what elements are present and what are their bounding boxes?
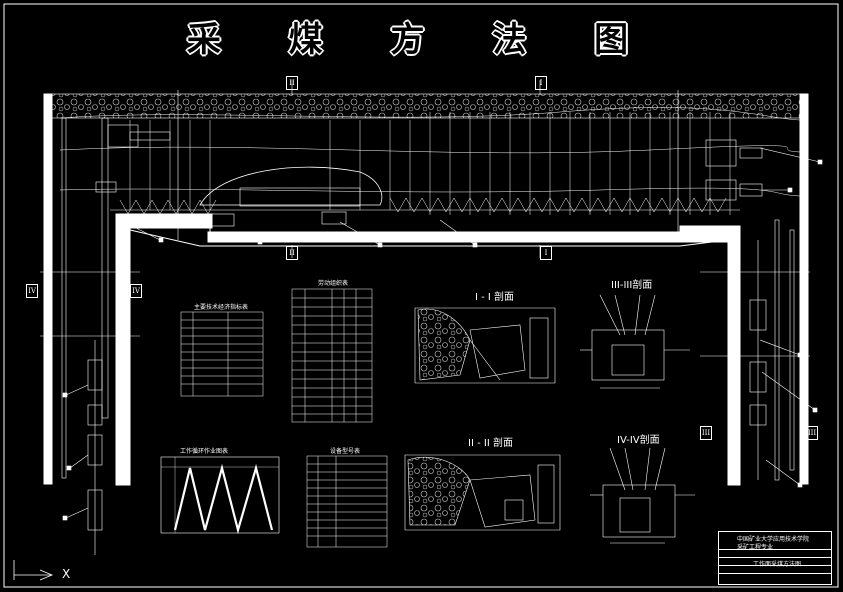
section-3-drawing — [580, 294, 690, 389]
table-1 — [180, 311, 264, 397]
title-block-drawing-name: 工作面采煤方法图 — [753, 561, 802, 568]
section-4-drawing — [590, 447, 695, 544]
sheet-border — [3, 3, 839, 588]
table-2 — [291, 288, 373, 423]
leader-lines — [62, 147, 823, 521]
coal-seam-lines — [59, 107, 801, 211]
face-supports — [129, 112, 731, 215]
axis-arrow — [13, 560, 54, 581]
section-2-drawing — [404, 454, 561, 531]
section-mark-right-a: III — [700, 426, 712, 440]
section-title-2: II - II 剖面 — [468, 438, 513, 449]
section-title-3: III-III剖面 — [611, 280, 653, 291]
section-mark-left-b: IV — [130, 284, 142, 298]
conveyor-pans — [119, 197, 727, 215]
roof-rock-band — [49, 93, 803, 119]
section-mark-bottom-left: II — [286, 246, 298, 260]
section-mark-right-b: III — [806, 426, 818, 440]
table-4 — [306, 455, 388, 548]
cycle-chart — [160, 456, 280, 535]
table-1-title: 主要技术经济指标表 — [194, 304, 249, 311]
table-2-title: 劳动组织表 — [318, 280, 349, 287]
section-1-drawing — [414, 307, 556, 384]
drawing-title: 采 煤 方 法 图 — [186, 20, 657, 60]
table-3-title: 工作循环作业图表 — [180, 448, 229, 455]
section-mark-top-right: I — [535, 76, 547, 90]
title-block-school: 中国矿业大学应用技术学院 — [737, 536, 810, 543]
axis-x-label: X — [62, 567, 71, 581]
section-mark-top-left: II — [286, 76, 298, 90]
section-title-1: I - I 剖面 — [475, 292, 515, 303]
right-equipment — [705, 139, 795, 481]
section-cut-lines — [40, 80, 810, 357]
shearer-body — [239, 187, 361, 207]
left-equipment — [61, 117, 347, 555]
shearer-profile — [199, 166, 383, 206]
table-4-title: 设备型号表 — [330, 448, 361, 455]
section-title-4: IV-IV剖面 — [617, 435, 660, 446]
section-mark-bottom-right: I — [540, 246, 552, 260]
title-block: 中国矿业大学应用技术学院 采矿工程专业 工作面采煤方法图 — [718, 531, 832, 585]
roadways — [43, 93, 809, 486]
title-block-major: 采矿工程专业 — [737, 544, 774, 551]
section-mark-left-a: IV — [26, 284, 38, 298]
